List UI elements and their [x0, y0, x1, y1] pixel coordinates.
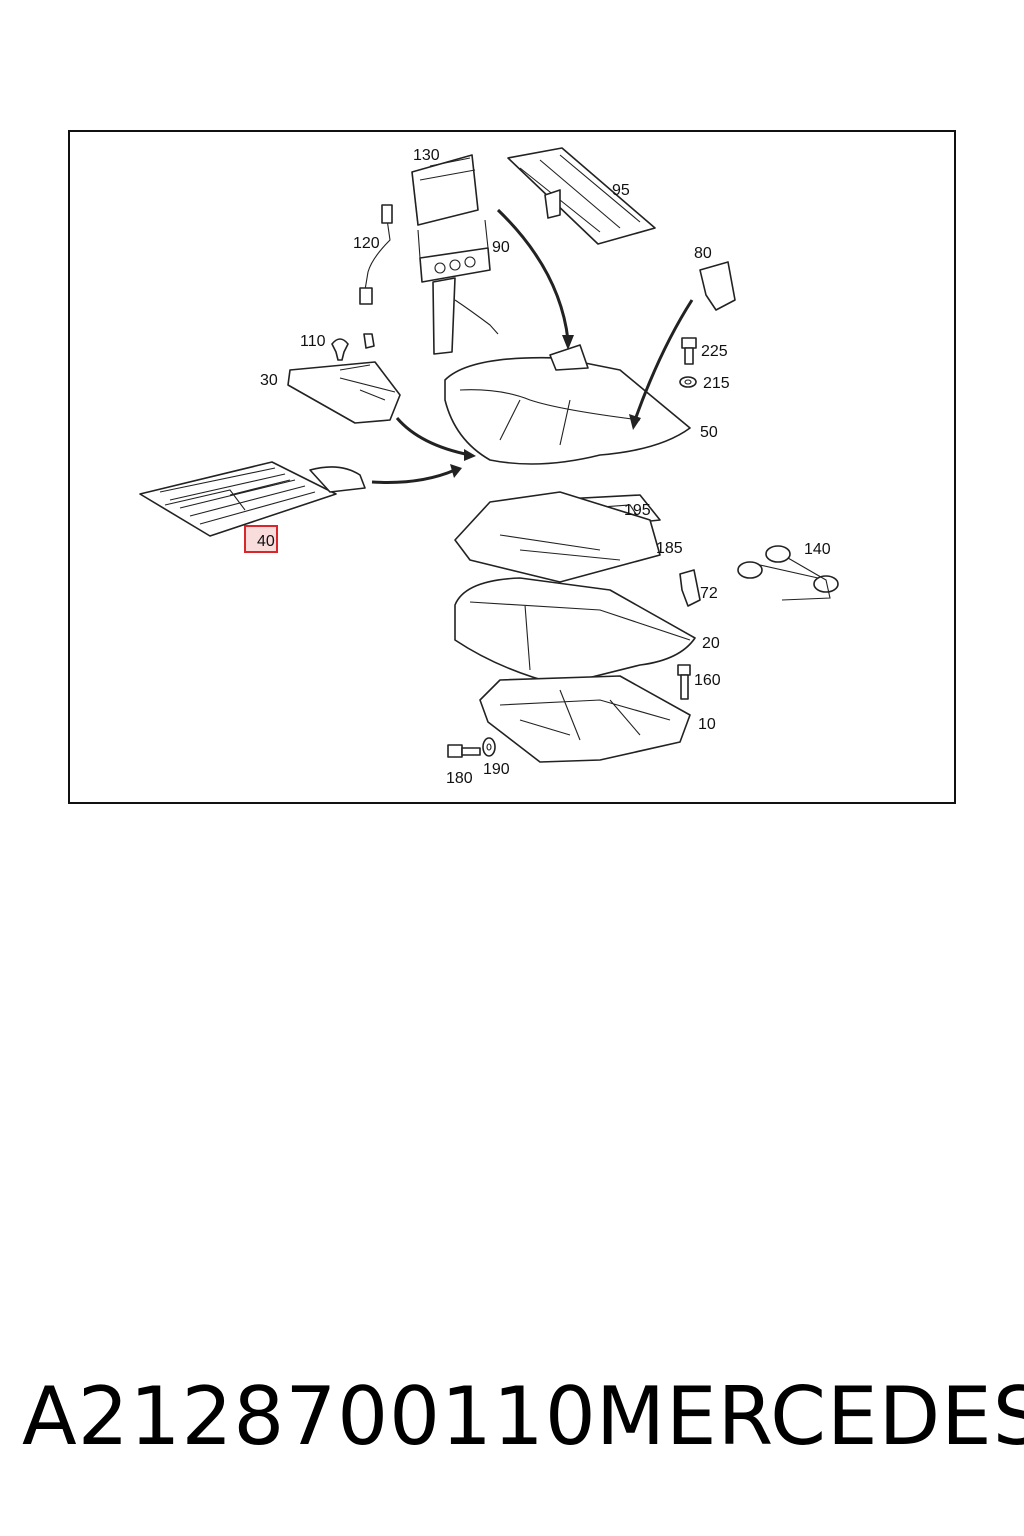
footer: A2128700110 MERCEDES: [0, 1370, 1024, 1470]
part-95-track[interactable]: [507, 147, 656, 245]
label-140: 140: [804, 541, 831, 558]
part-20-foam[interactable]: [454, 577, 696, 686]
part-120-cable[interactable]: [359, 204, 393, 305]
label-180: 180: [446, 770, 473, 787]
label-90: 90: [492, 239, 510, 256]
part-number: A2128700110: [22, 1370, 597, 1463]
brand-name: MERCEDES: [596, 1370, 1024, 1463]
label-20: 20: [702, 635, 720, 652]
label-185: 185: [656, 540, 683, 557]
assembly-arrows: [371, 208, 694, 484]
label-225: 225: [701, 343, 728, 360]
part-185-cushion-pad[interactable]: [454, 491, 661, 583]
part-72-clip[interactable]: [679, 569, 701, 607]
label-120: 120: [353, 235, 380, 252]
part-90-switch[interactable]: [417, 219, 499, 355]
label-190: 190: [483, 761, 510, 778]
part-130-bracket[interactable]: [411, 154, 479, 226]
label-160: 160: [694, 672, 721, 689]
label-40[interactable]: 40: [257, 533, 275, 550]
part-labels: 130 95 120 90 80 110 225 30 215 50 195 4…: [257, 147, 831, 787]
highlight-box-part-40: [244, 525, 278, 553]
label-95: 95: [612, 182, 630, 199]
label-215: 215: [703, 375, 730, 392]
label-195: 195: [624, 502, 651, 519]
label-72: 72: [700, 585, 718, 602]
part-180-bolt[interactable]: [447, 744, 481, 758]
part-30-mat[interactable]: [287, 361, 401, 424]
part-50-seat-cover[interactable]: [444, 344, 691, 465]
label-80: 80: [694, 245, 712, 262]
part-160-bolt[interactable]: [677, 664, 691, 700]
part-110-clip[interactable]: [331, 333, 375, 361]
part-80-clip[interactable]: [699, 261, 736, 311]
label-110: 110: [300, 333, 326, 350]
part-40-heating-element[interactable]: [139, 461, 366, 537]
part-190-washer[interactable]: [482, 737, 496, 757]
part-10-seat-pan[interactable]: [479, 675, 691, 763]
label-50: 50: [700, 424, 718, 441]
part-140-connectors[interactable]: [737, 545, 839, 601]
label-30: 30: [260, 372, 278, 389]
label-10: 10: [698, 716, 716, 733]
label-130: 130: [413, 147, 440, 164]
part-215-washer[interactable]: [679, 376, 697, 388]
part-225-bolt[interactable]: [681, 337, 697, 365]
